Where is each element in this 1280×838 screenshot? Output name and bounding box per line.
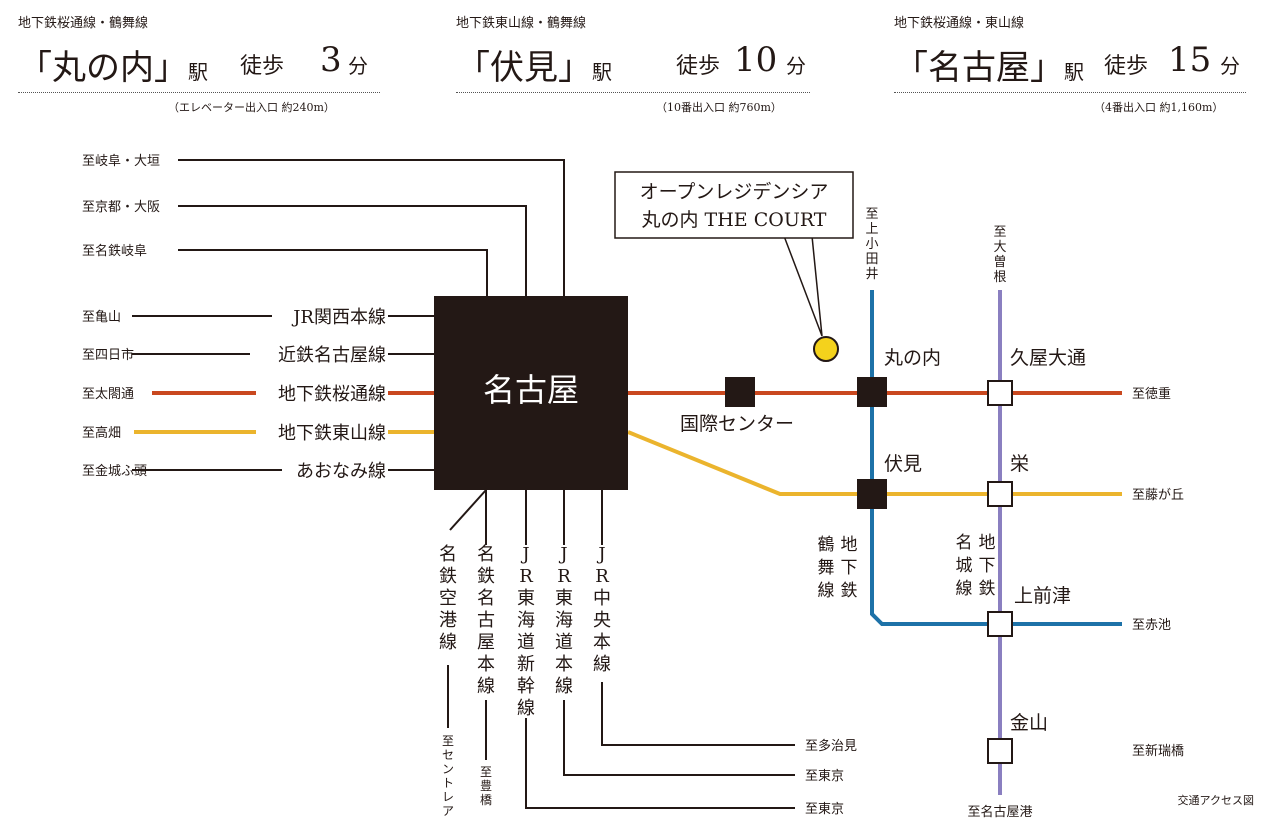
property-name-1: オープンレジデンシア xyxy=(640,181,829,203)
line-name: 地下鉄東山線 xyxy=(278,423,386,444)
walk-minutes: 10 xyxy=(734,40,778,80)
station-sakae xyxy=(987,481,1013,507)
station-marunouchi xyxy=(857,377,887,407)
station-kokusai-center xyxy=(725,377,755,407)
exit-note: （10番出入口 約760m） xyxy=(656,101,782,114)
subway-line-labels: 鶴舞線 地下鉄 名城線 地下鉄 xyxy=(818,533,996,601)
dest-label-vertical: 至セントレア xyxy=(442,734,454,818)
station-label: 上前津 xyxy=(1014,585,1071,607)
station-suffix: 駅 xyxy=(1064,60,1084,84)
walk-label: 徒歩 xyxy=(676,54,721,79)
end-label-vertical: 至上小田井 xyxy=(865,207,878,282)
dest-label: 至高畑 xyxy=(82,425,121,441)
hub-label: 名古屋 xyxy=(483,371,579,409)
station-lines: 地下鉄桜通線・鶴舞線 xyxy=(18,16,149,31)
station-suffix: 駅 xyxy=(592,60,612,84)
station-name: 名古屋 xyxy=(928,48,1030,88)
station-info-marunouchi: 地下鉄桜通線・鶴舞線 「丸の内」駅 徒歩 3 分 （エレベーター出入口 約240… xyxy=(18,0,380,120)
property-callout xyxy=(614,171,854,239)
station-label: 丸の内 xyxy=(884,347,941,369)
line-label-vertical: 名城線 xyxy=(956,533,973,599)
left-destinations: 至岐阜・大垣 至京都・大阪 至名鉄岐阜 至亀山 至四日市 至太閤通 至高畑 至金… xyxy=(82,153,160,479)
line-label-vertical: 地下鉄 xyxy=(979,533,996,599)
line-name: 近鉄名古屋線 xyxy=(278,345,386,366)
station-names: 国際センター 丸の内 久屋大通 伏見 栄 上前津 金山 xyxy=(680,347,1086,734)
property-name-2: 丸の内 THE COURT xyxy=(642,209,827,231)
station-kamimaezu xyxy=(987,611,1013,637)
dest-label: 至四日市 xyxy=(82,347,134,363)
dest-label: 至金城ふ頭 xyxy=(82,463,147,479)
line-name-vertical: 名鉄空港線 xyxy=(439,544,457,653)
walk-label: 徒歩 xyxy=(240,54,285,79)
walk-label: 徒歩 xyxy=(1104,54,1149,79)
line-label-vertical: 地下鉄 xyxy=(841,535,858,601)
dest-label: 至多治見 xyxy=(805,738,857,754)
station-name: 丸の内 xyxy=(52,48,154,88)
station-kanayama xyxy=(987,738,1013,764)
left-line-names: JR関西本線 近鉄名古屋線 地下鉄桜通線 地下鉄東山線 あおなみ線 xyxy=(278,307,386,482)
station-lines: 地下鉄東山線・鶴舞線 xyxy=(456,16,587,31)
minutes-unit: 分 xyxy=(348,54,368,78)
dest-label: 至岐阜・大垣 xyxy=(82,153,160,169)
line-ends: 至上小田井 至大曽根 至徳重 至藤が丘 至赤池 至新瑞橋 至名古屋港 xyxy=(865,207,1184,820)
dest-label: 至名鉄岐阜 xyxy=(82,243,147,259)
station-hisaya-odori xyxy=(987,380,1013,406)
end-label: 至名古屋港 xyxy=(967,804,1032,820)
dest-label: 至東京 xyxy=(805,801,844,817)
station-label: 金山 xyxy=(1010,712,1048,734)
property-marker xyxy=(813,336,839,362)
line-name: あおなみ線 xyxy=(296,461,386,482)
end-label: 至徳重 xyxy=(1132,386,1171,402)
exit-note: （エレベーター出入口 約240m） xyxy=(168,101,335,114)
line-label-vertical: 鶴舞線 xyxy=(818,535,835,601)
station-info-fushimi: 地下鉄東山線・鶴舞線 「伏見」駅 徒歩 10 分 （10番出入口 約760m） xyxy=(456,0,810,120)
line-name: 地下鉄桜通線 xyxy=(278,384,386,405)
nagoya-hub xyxy=(434,296,628,490)
end-label: 至新瑞橋 xyxy=(1132,743,1184,759)
dest-label: 至亀山 xyxy=(82,310,121,325)
station-lines: 地下鉄桜通線・東山線 xyxy=(894,16,1025,31)
end-label-vertical: 至大曽根 xyxy=(993,225,1006,285)
station-suffix: 駅 xyxy=(188,60,208,84)
dest-label: 至東京 xyxy=(805,768,844,784)
left-leaders xyxy=(132,159,795,809)
dest-label: 至京都・大阪 xyxy=(82,200,160,215)
station-name: 伏見 xyxy=(490,48,558,88)
line-name-vertical: 名鉄名古屋本線 xyxy=(477,544,495,697)
right-destinations: 至多治見 至東京 至東京 xyxy=(805,738,857,817)
dest-label-vertical: 至豊橋 xyxy=(480,765,492,807)
minutes-unit: 分 xyxy=(786,54,806,78)
map-caption: 交通アクセス図 xyxy=(1178,793,1254,807)
station-label: 栄 xyxy=(1010,453,1029,475)
station-info-nagoya: 地下鉄桜通線・東山線 「名古屋」駅 徒歩 15 分 （4番出入口 約1,160m… xyxy=(894,0,1246,120)
minutes-unit: 分 xyxy=(1220,54,1240,78)
line-name: JR関西本線 xyxy=(291,307,386,328)
divider xyxy=(894,92,1246,93)
divider xyxy=(456,92,810,93)
divider xyxy=(18,92,380,93)
walk-minutes: 3 xyxy=(320,40,342,80)
station-label: 久屋大通 xyxy=(1010,347,1086,369)
dest-label: 至太閤通 xyxy=(82,387,134,402)
walk-minutes: 15 xyxy=(1168,40,1212,80)
station-fushimi xyxy=(857,479,887,509)
end-label: 至赤池 xyxy=(1132,618,1171,633)
callout-pointer xyxy=(783,235,823,337)
station-label: 伏見 xyxy=(884,453,922,475)
end-label: 至藤が丘 xyxy=(1132,488,1184,503)
bottom-destinations: 至セントレア 至豊橋 xyxy=(442,734,492,818)
station-label: 国際センター xyxy=(680,413,794,435)
exit-note: （4番出入口 約1,160m） xyxy=(1094,101,1224,114)
